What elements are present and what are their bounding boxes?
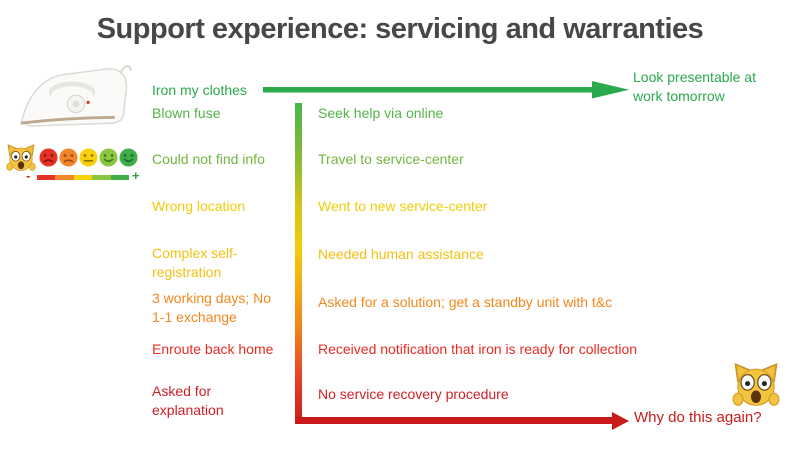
pain-label: Asked for explanation bbox=[152, 383, 224, 418]
face-angry-red-icon bbox=[39, 148, 58, 167]
scream-cat-icon bbox=[6, 144, 36, 171]
scale-segment bbox=[55, 175, 74, 180]
face-sad-orange-icon bbox=[59, 148, 78, 167]
action-label: No service recovery procedure bbox=[318, 386, 509, 402]
green-arrow bbox=[263, 81, 629, 99]
page-title: Support experience: servicing and warran… bbox=[96, 13, 704, 45]
goal-end-label: Look presentable at work tomorrow bbox=[633, 69, 756, 104]
scale-segment bbox=[110, 175, 130, 180]
face-neutral-yellow-icon bbox=[79, 148, 98, 167]
scale-minus-label: - bbox=[26, 168, 31, 183]
pain-label: Enroute back home bbox=[152, 341, 274, 357]
action-label: Seek help via online bbox=[318, 105, 444, 121]
outcome-end-label: Why do this again? bbox=[634, 409, 762, 426]
face-happy-lightgreen-icon bbox=[99, 148, 118, 167]
action-label: Travel to service-center bbox=[318, 151, 464, 167]
action-label: Asked for a solution; get a standby unit… bbox=[318, 294, 613, 310]
scale-segment bbox=[37, 175, 56, 180]
pain-label: Blown fuse bbox=[152, 105, 221, 121]
scream-cat-icon bbox=[732, 362, 780, 406]
action-label: Went to new service-center bbox=[318, 198, 488, 214]
scale-plus-label: + bbox=[132, 168, 140, 183]
scale-segment bbox=[92, 175, 111, 180]
goal-start-label: Iron my clothes bbox=[152, 82, 247, 98]
sentiment-faces bbox=[39, 148, 138, 167]
action-label: Received notification that iron is ready… bbox=[318, 341, 638, 357]
journey-gradient-arrow bbox=[295, 103, 629, 430]
sentiment-gradient-bar bbox=[37, 175, 130, 180]
pain-label: Could not find info bbox=[152, 151, 265, 167]
iron-image bbox=[20, 65, 133, 127]
pain-label: 3 working days; No 1-1 exchange bbox=[152, 290, 272, 325]
pain-label: Complex self-registration bbox=[152, 245, 238, 280]
face-happy-green-icon bbox=[119, 148, 138, 167]
action-label: Needed human assistance bbox=[318, 246, 484, 262]
pain-label: Wrong location bbox=[152, 198, 246, 214]
scale-segment bbox=[73, 175, 93, 180]
